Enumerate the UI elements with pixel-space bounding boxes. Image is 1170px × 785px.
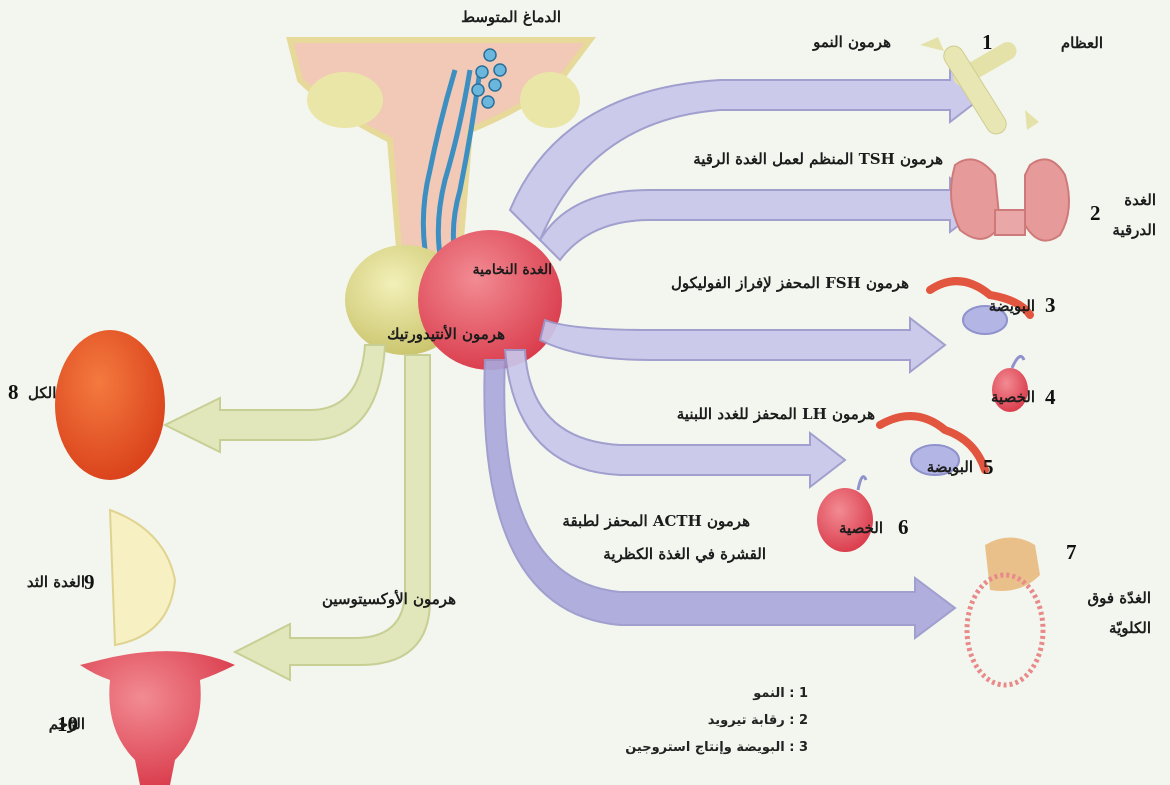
target-5-number: 5 [983, 455, 994, 479]
breast-icon [108, 508, 177, 647]
legend: 1 : النمو 2 : رقابة تيرويد 3 : البويضة و… [625, 680, 808, 761]
anterior-pituitary [418, 230, 562, 370]
target-7-number: 7 [1066, 540, 1077, 564]
target-2-number: 2 [1090, 201, 1101, 225]
target-1-label: العظام [1060, 34, 1103, 52]
legend-item-2: 2 : رقابة تيرويد [707, 713, 808, 728]
testis-icon-4 [992, 368, 1028, 412]
hormone-fsh-label: هرمون FSH المحفز لإفراز الفوليكول [670, 274, 909, 292]
hormone-acth-label-2: القشرة في الغذة الكظرية [603, 545, 766, 563]
hormone-tsh-label: هرمون TSH المنظم لعمل الغدة الرقية [693, 150, 943, 168]
uterus-icon [80, 651, 235, 785]
bone-icon [920, 37, 1039, 135]
brain-lobe-left [307, 72, 383, 128]
brain-label: الدماغ المتوسط [461, 8, 561, 26]
target-10-label: الرّحم [48, 715, 85, 733]
target-6-number: 6 [898, 515, 909, 539]
arrow-fsh [538, 315, 947, 375]
target-4-number: 4 [1045, 385, 1056, 409]
hypothalamus-vessels [420, 69, 483, 256]
testis-icon-6 [817, 488, 873, 552]
hormone-oxytocin-label: هرمون الأوكسيتوسين [321, 590, 456, 608]
arrow-adh [162, 344, 387, 454]
target-8-number: 8 [8, 380, 19, 404]
target-9-number: 9 [84, 570, 95, 594]
target-8-label: الكل [28, 384, 57, 402]
hormone-acth-label-1: هرمون ACTH المحفز لطبقة [562, 512, 750, 530]
testis-duct-6 [856, 475, 868, 491]
ovary-icon-3 [926, 277, 1034, 335]
hormone-growth-label: هرمون النمو [813, 33, 891, 51]
target-10-number: 10 [57, 712, 78, 736]
target-6-label: الخصية [839, 519, 883, 537]
arrow-oxytocin [232, 354, 431, 682]
legend-item-3: 3 : البويضة وإنتاج استروجين [625, 740, 808, 755]
target-7-label: الغدّة فوق الكلويّة [1087, 589, 1152, 637]
kidney-icon [55, 330, 165, 480]
target-1-number: 1 [982, 30, 993, 54]
arrow-acth [483, 359, 957, 640]
target-3-number: 3 [1045, 293, 1056, 317]
hormone-adh-label: هرمون الأنتيدورتيك [387, 325, 505, 343]
target-5-label: البويضة [926, 458, 973, 476]
arrow-lh [503, 349, 847, 490]
pituitary-label: الغدة النخامية [472, 262, 552, 278]
target-2-label: الغدة الدرقية [1112, 191, 1156, 239]
arrow-tsh [538, 175, 987, 262]
testis-duct-4 [1010, 354, 1026, 369]
thyroid-icon [950, 158, 1070, 242]
brain-lobe-right [520, 72, 580, 128]
target-4-label: الخصية [991, 388, 1035, 406]
hormone-lh-label: هرمون LH المحفز للغدد اللبنية [676, 405, 875, 423]
vessel-cluster [471, 48, 507, 109]
adrenal-kidney-icon [964, 537, 1046, 688]
target-9-label: الغدة الثد [26, 573, 85, 591]
ovary-icon-5 [876, 412, 989, 476]
target-3-label: البويضة [988, 297, 1035, 315]
hormone-arrows-yellow [162, 344, 431, 682]
legend-item-1: 1 : النمو [753, 686, 808, 701]
